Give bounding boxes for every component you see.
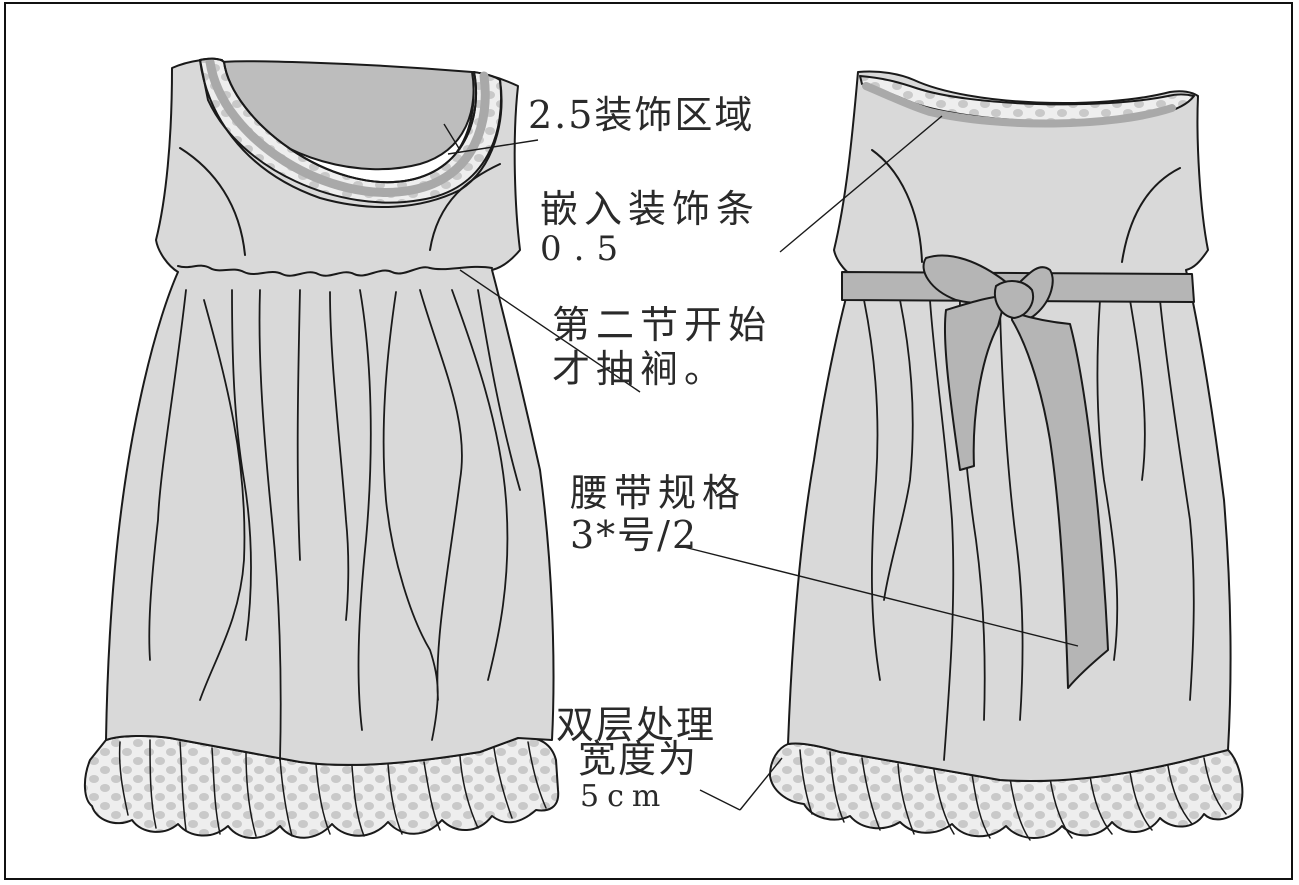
belt-tail-left <box>943 295 1007 471</box>
back-princess-seam <box>871 149 1181 263</box>
label-insert-trim: 嵌入装饰条 <box>540 187 761 231</box>
label-belt-size: 3*号/2 <box>570 513 699 557</box>
leader-hem-2 <box>739 757 783 811</box>
belt-tail-right <box>1011 311 1109 689</box>
label-hem-value: 5cm <box>580 779 669 814</box>
front-drape-folds <box>148 289 521 761</box>
back-ruffle-gather-lines <box>799 749 1227 841</box>
back-dress-body <box>787 70 1232 782</box>
front-collar-band <box>205 57 490 197</box>
back-drape-folds <box>863 299 1195 761</box>
leader-hem <box>699 789 741 811</box>
front-view-dress <box>84 57 560 839</box>
label-gather-line2: 才抽裥。 <box>552 347 729 391</box>
leader-insert-trim <box>779 115 943 253</box>
belt-knot <box>994 280 1034 319</box>
label-gather-line1: 第二节开始 <box>552 303 773 347</box>
leader-decor-area-tick <box>443 123 461 151</box>
back-collar-band <box>862 82 1176 128</box>
label-decor-area: 2.5装饰区域 <box>528 93 755 137</box>
leader-belt <box>679 545 1079 647</box>
back-view-dress <box>769 70 1244 841</box>
annotation-leader-lines <box>443 115 1079 811</box>
front-gathered-waistline <box>177 264 493 277</box>
front-princess-seam <box>179 147 501 256</box>
label-hem-width: 宽度为 <box>578 737 699 781</box>
page-border <box>4 2 1293 880</box>
label-insert-trim-width: 0.5 <box>540 229 631 269</box>
front-dress-body <box>105 58 555 766</box>
leader-decor-area <box>447 139 539 155</box>
label-belt-spec: 腰带规格 <box>570 471 747 515</box>
label-hem-double: 双层处理 <box>556 703 717 747</box>
leader-gather <box>459 269 641 393</box>
front-ruffle-gather-lines <box>118 739 547 837</box>
